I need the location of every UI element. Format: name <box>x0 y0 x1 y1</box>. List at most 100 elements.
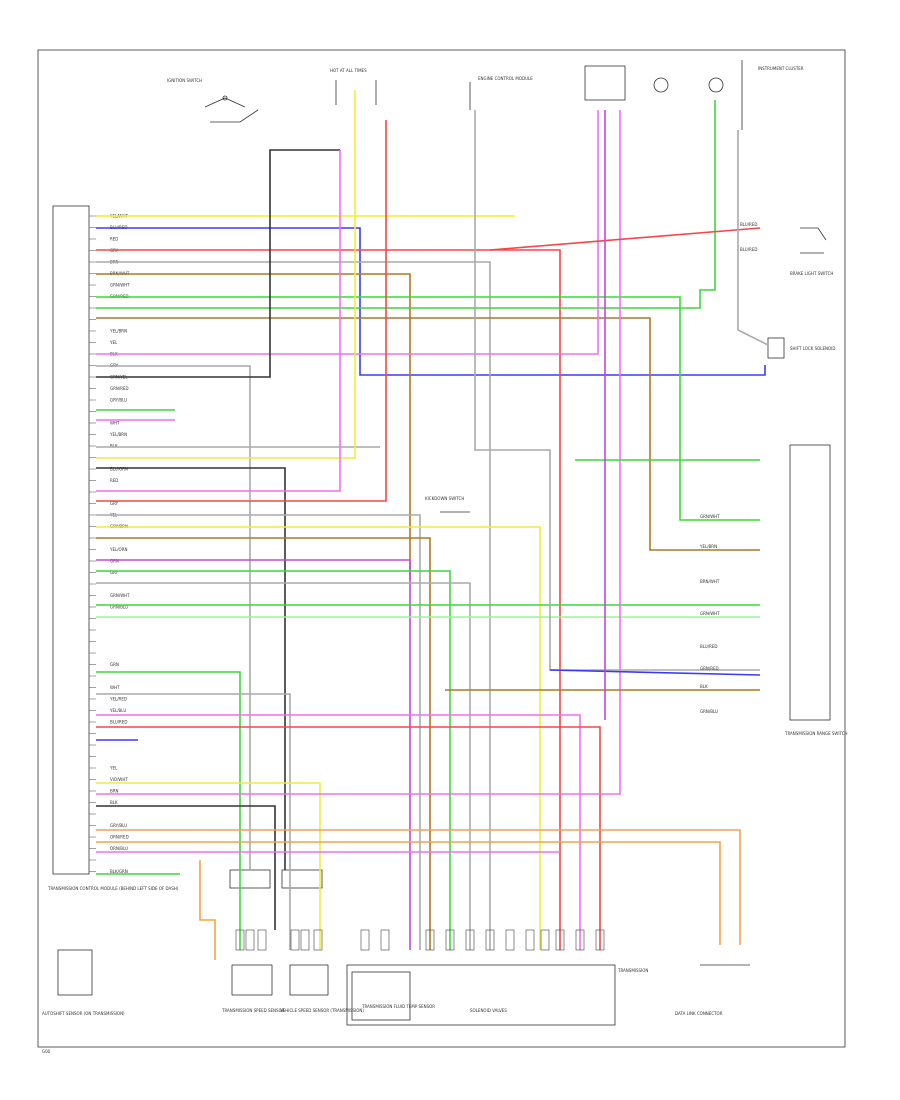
wire-grn <box>96 296 760 521</box>
pin-wire-label: BRN <box>110 789 119 794</box>
wire-yel <box>96 526 541 950</box>
autoshift-sensor-caption: AUTOSHIFT SENSOR (ON TRANSMISSION) <box>42 1011 125 1016</box>
wire-label: GRN/WHT <box>700 514 720 519</box>
cluster-connector <box>584 65 626 101</box>
connector-pin <box>313 929 323 951</box>
obd-caption: DATA LINK CONNECTOR <box>675 1011 723 1016</box>
connector-pin <box>290 929 300 951</box>
ignition-switch: IGNITION SWITCH <box>167 78 259 123</box>
wire-gry <box>96 365 251 870</box>
diagram-frame <box>37 49 846 1048</box>
pin-wire-label: GRN/WHT <box>110 283 130 288</box>
tcm-connector: YEL/WHTBLU/REDREDGRYBRNBRN/WHTGRN/WHTGRN… <box>52 205 130 875</box>
transmission-outline <box>346 964 616 1026</box>
pin-wire-label: BLK <box>110 800 118 805</box>
wire-grn <box>96 100 716 309</box>
pin-wire-label: BLU/RED <box>110 720 127 725</box>
pin-wire-label: GRY/BLU <box>110 398 127 403</box>
wire-gry <box>474 110 760 671</box>
pin-wire-label: RED <box>110 478 118 483</box>
wire-red <box>96 120 387 502</box>
brake-light-switch: BRAKE LIGHT SWITCH <box>790 227 833 276</box>
hot-at-all-times-fuses: HOT AT ALL TIMES <box>330 68 377 105</box>
pin-wire-label: GRN/WHT <box>110 593 130 598</box>
wire-grn <box>96 570 451 950</box>
wire-pnk <box>96 150 341 492</box>
wire-red <box>96 249 561 950</box>
wire-pnk <box>96 714 581 950</box>
wire-brn <box>96 273 411 580</box>
engine-control-module-block: ENGINE CONTROL MODULE <box>469 76 533 110</box>
wire-blk <box>96 805 276 930</box>
wire-brn <box>96 317 760 551</box>
connector-pin <box>257 929 267 951</box>
wire-label: BLU/RED <box>740 222 757 227</box>
tcm-caption: TRANSMISSION CONTROL MODULE (BEHIND LEFT… <box>47 886 179 891</box>
ecm-label: ENGINE CONTROL MODULE <box>478 76 533 81</box>
wire-org <box>199 860 216 960</box>
connector-pin <box>505 929 515 951</box>
wire-red <box>96 726 601 950</box>
kickdown-label: KICKDOWN SWITCH <box>425 496 464 501</box>
pin-wire-label: WHT <box>110 421 120 426</box>
wire-gry <box>96 693 291 950</box>
connector-pin <box>235 929 245 951</box>
range-switch-body <box>789 444 831 721</box>
pin-wire-label: BLK <box>110 444 118 449</box>
ignition-switch-label: IGNITION SWITCH <box>167 78 202 83</box>
figure-id: G00 <box>42 1049 51 1054</box>
wire-pnk <box>96 110 621 795</box>
transmission-caption: TRANSMISSION <box>617 968 648 973</box>
connector-pin <box>380 929 390 951</box>
wire-pnk <box>96 110 599 355</box>
wire-label: GRN/BLU <box>700 709 718 714</box>
connector-pin <box>555 929 565 951</box>
wire-label: BLU/RED <box>700 644 717 649</box>
pin-wire-label: ORN/RED <box>110 835 129 840</box>
wire-blu <box>96 227 766 376</box>
wire-gry <box>96 261 491 950</box>
pin-wire-label: GRN <box>110 559 119 564</box>
wire-yel <box>96 90 356 459</box>
pin-wire-label: YEL <box>109 766 118 771</box>
wire-org <box>96 829 741 945</box>
wire-vio <box>96 559 411 950</box>
pin-wire-label: YEL/RED <box>109 697 127 702</box>
pin-wire-label: BLK/GRN <box>110 869 128 874</box>
data-link-connector: DATA LINK CONNECTOR <box>675 964 750 1016</box>
wire-label: YEL/BRN <box>699 544 717 549</box>
cluster-label: INSTRUMENT CLUSTER <box>758 66 804 71</box>
connector-pin <box>575 929 585 951</box>
transmission-range-switch: TRANSMISSION RANGE SWITCH <box>784 444 848 736</box>
wire-blk <box>96 149 340 378</box>
pin-wire-label: RED <box>110 237 118 242</box>
connector-pin <box>465 929 475 951</box>
input-speed-caption: TRANSMISSION SPEED SENSOR <box>221 1008 285 1013</box>
connector-pin <box>540 929 550 951</box>
wire-grn <box>96 671 241 950</box>
solenoids-caption: SOLENOID VALVES <box>470 1008 507 1013</box>
pin-wire-label: GRY <box>110 501 119 506</box>
connector-pin <box>300 929 310 951</box>
pin-wire-label: YEL/BRN <box>109 329 127 334</box>
connector-pin <box>525 929 535 951</box>
pin-wire-label: YEL <box>109 340 118 345</box>
tcm-pin-rows: YEL/WHTBLU/REDREDGRYBRNBRN/WHTGRN/WHTGRN… <box>89 214 130 874</box>
wire-red <box>489 227 761 251</box>
pin-wire-label: WHT <box>110 685 120 690</box>
wire-label: BLU/RED <box>740 247 757 252</box>
connector-pin <box>245 929 255 951</box>
wire-blk <box>96 467 286 870</box>
tcc-caption: TRANSMISSION FLUID TEMP SENSOR <box>361 1004 435 1009</box>
wire-gry <box>96 514 421 950</box>
wire-blu <box>549 669 761 676</box>
connector-pin <box>485 929 495 951</box>
wire-label: BLK <box>700 684 708 689</box>
pin-wire-label: GRN/BLU <box>110 605 128 610</box>
lamp-icon <box>653 77 669 93</box>
connector-pin <box>425 929 435 951</box>
pin-wire-label: GRY <box>110 570 119 575</box>
wire-brn <box>96 537 431 950</box>
pin-wire-label: GRN/RED <box>110 386 129 391</box>
